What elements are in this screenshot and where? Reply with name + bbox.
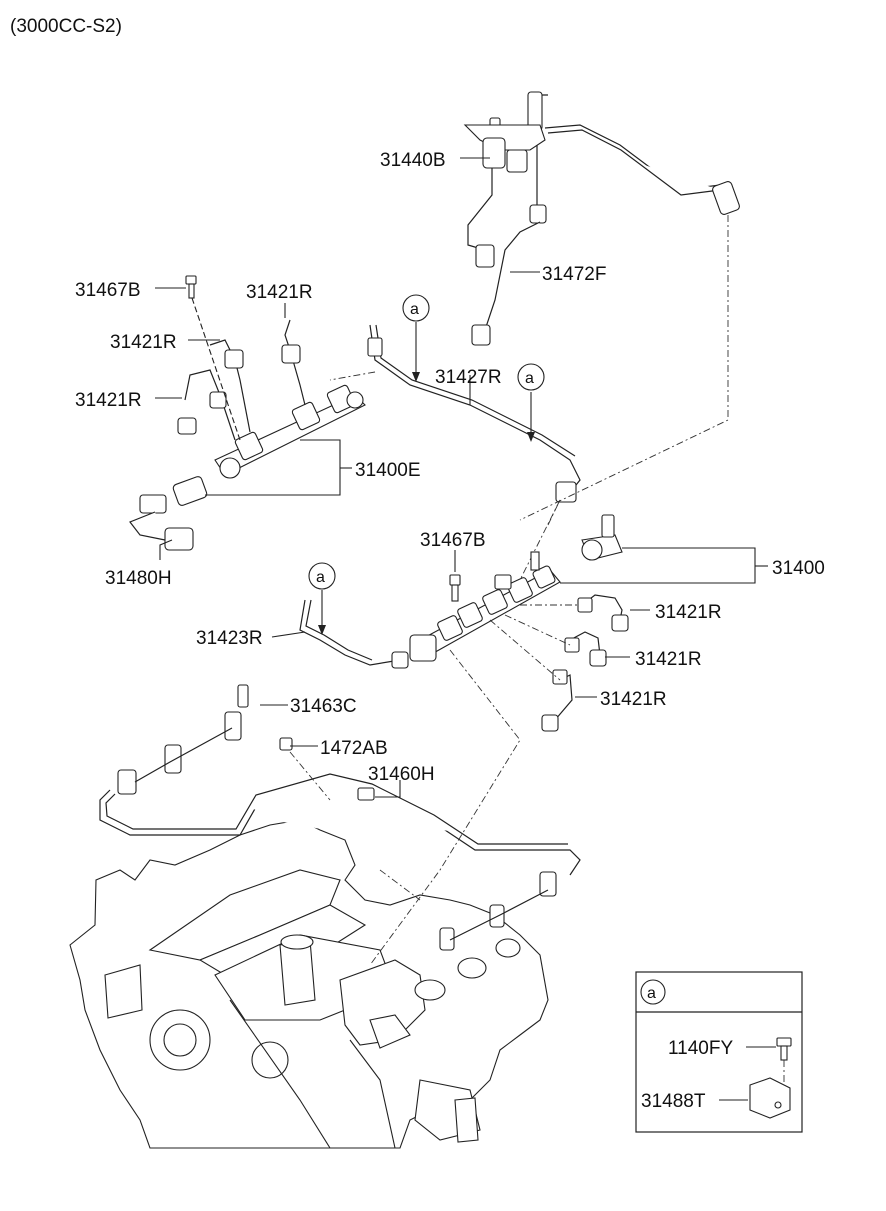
label-1140FY: 1140FY [668, 1038, 733, 1059]
label-31463C: 31463C [290, 696, 357, 717]
label-31400E: 31400E [355, 460, 421, 481]
label-31421R-1: 31421R [246, 282, 313, 303]
fuel-pump-fitting-assembly [463, 91, 740, 346]
label-31467B-mid: 31467B [420, 530, 486, 551]
label-1472AB: 1472AB [320, 738, 388, 759]
label-31440B: 31440B [380, 150, 446, 171]
engine-block [69, 819, 549, 1149]
label-31423R: 31423R [196, 628, 263, 649]
label-31480H: 31480H [105, 568, 172, 589]
svg-text:a: a [410, 301, 419, 318]
callout-a-1: a [402, 294, 430, 322]
crossover-pipe [329, 324, 581, 581]
label-31421R-6: 31421R [600, 689, 667, 710]
fuel-rail-right [409, 499, 629, 732]
detail-callout-a [640, 979, 666, 1005]
label-31472F: 31472F [542, 264, 606, 285]
label-31421R-3: 31421R [75, 390, 142, 411]
leader-lines [155, 157, 768, 798]
svg-text:a: a [525, 370, 534, 387]
detail-box-a: a 1140FY 31488T [635, 971, 803, 1133]
fuel-rail-left [129, 275, 366, 551]
label-31400: 31400 [772, 558, 825, 579]
label-31467B-top: 31467B [75, 280, 141, 301]
callout-a-3: a [308, 562, 336, 590]
injector-pipe-assembly [99, 649, 581, 966]
clip-31488T [749, 1077, 791, 1119]
label-31488T: 31488T [641, 1091, 706, 1112]
callout-a-2: a [517, 363, 545, 391]
label-31421R-5: 31421R [635, 649, 702, 670]
label-31421R-4: 31421R [655, 602, 722, 623]
svg-text:a: a [647, 985, 656, 1002]
variant-label: (3000CC-S2) [10, 16, 122, 37]
bolt-1140FY [776, 1037, 792, 1047]
label-31460H: 31460H [368, 764, 435, 785]
bolt-shank [780, 1045, 788, 1061]
label-31421R-2: 31421R [110, 332, 177, 353]
label-31427R: 31427R [435, 367, 502, 388]
feed-pipe-31423R [299, 599, 409, 669]
svg-text:a: a [316, 569, 325, 586]
